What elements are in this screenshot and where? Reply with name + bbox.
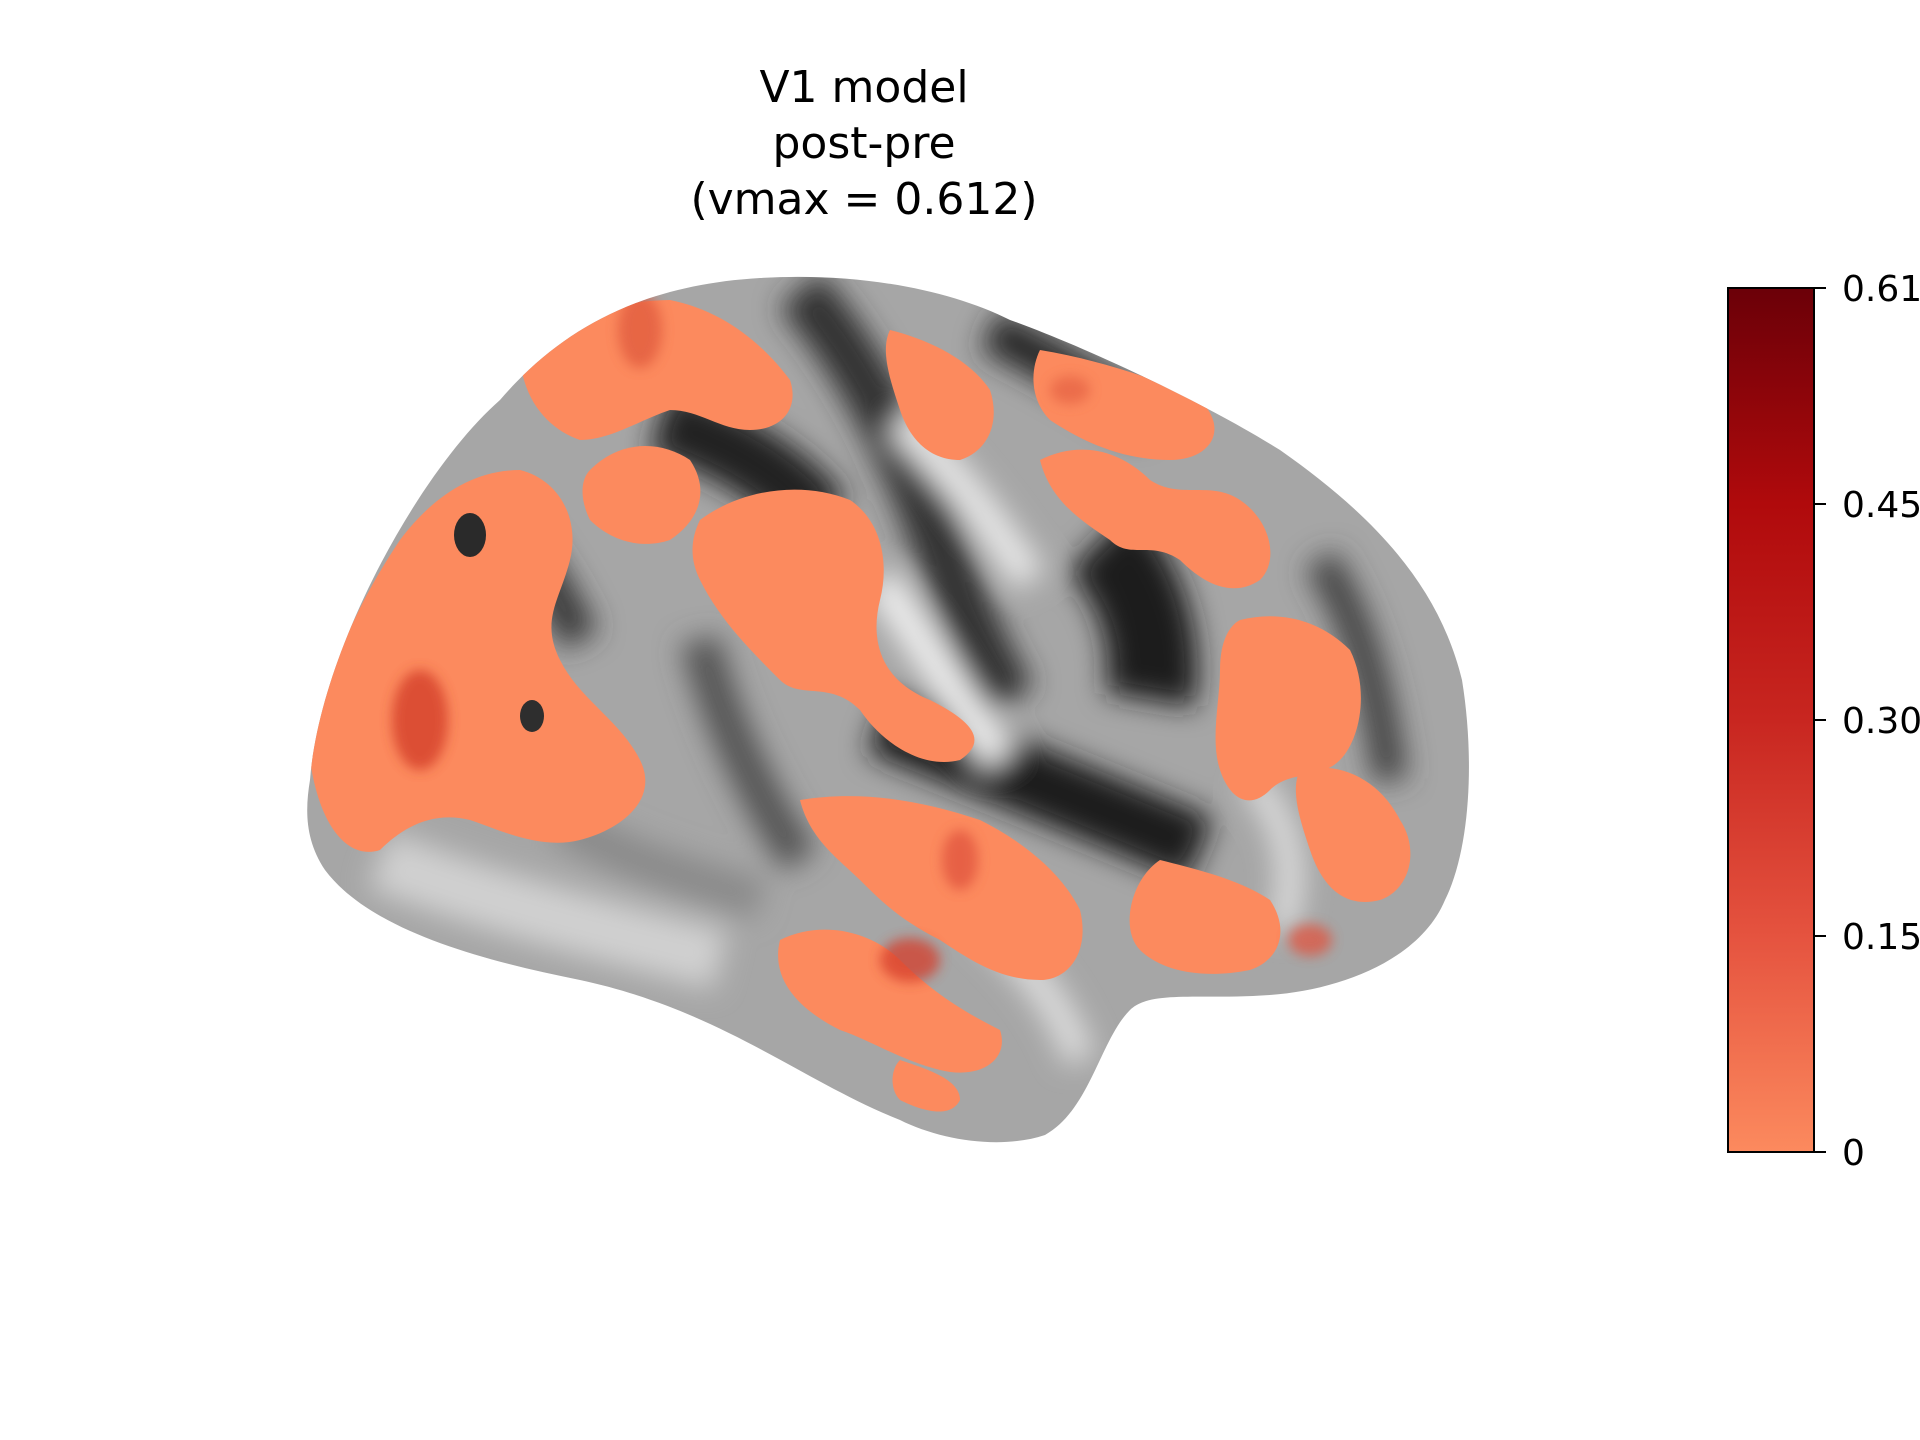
brain-surface xyxy=(307,276,1469,1143)
overlay-hole xyxy=(454,513,486,557)
colorbar-tick-label: 0.306 xyxy=(1842,701,1920,742)
colorbar-gradient xyxy=(1727,287,1815,1153)
title-line-1: V1 model xyxy=(759,62,969,113)
colorbar-tick-label: 0 xyxy=(1842,1133,1865,1174)
overlay-hole xyxy=(520,700,544,732)
colorbar: 0 0.153 0.306 0.459 0.612 xyxy=(1727,269,1920,1174)
figure-title: V1 model post-pre (vmax = 0.612) xyxy=(0,60,1728,228)
title-line-2: post-pre xyxy=(772,118,956,169)
colorbar-tick-label: 0.612 xyxy=(1842,269,1920,310)
activation-hotspots xyxy=(392,292,1332,982)
colorbar-tick-label: 0.459 xyxy=(1842,485,1920,526)
colorbar-tick-label: 0.153 xyxy=(1842,917,1920,958)
activation-overlay xyxy=(310,300,1411,1112)
title-line-3: (vmax = 0.612) xyxy=(690,174,1038,225)
